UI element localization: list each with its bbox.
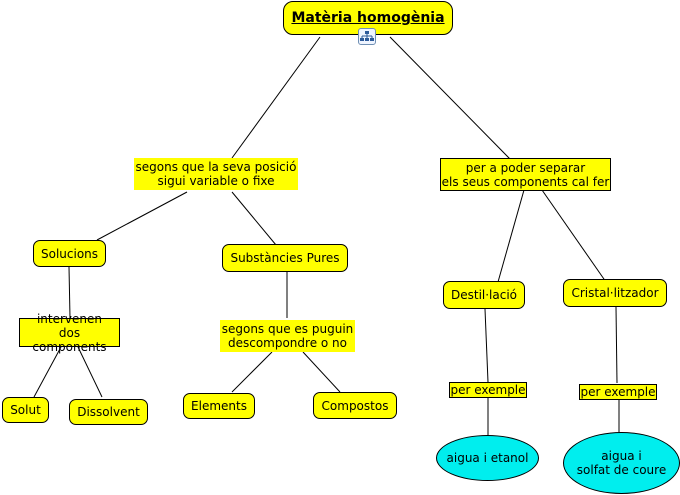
concept-cristal-litzador[interactable]: Cristal·litzador (563, 279, 667, 307)
link-label-position: segons que la seva posició sigui variabl… (134, 158, 298, 190)
root-concept[interactable]: Matèria homogènia (283, 1, 453, 35)
edge (231, 351, 273, 393)
edge (302, 351, 341, 393)
edge (68, 266, 71, 319)
concept-solut[interactable]: Solut (2, 397, 49, 423)
edge (231, 36, 321, 159)
concept-elements[interactable]: Elements (183, 393, 255, 419)
concept-solucions[interactable]: Solucions (33, 240, 106, 267)
edge (33, 346, 62, 398)
link-label-separate: per a poder separar els seus components … (440, 158, 611, 191)
edge (541, 189, 607, 283)
link-label-decompose: segons que es puguin descompondre o no (220, 320, 355, 352)
link-label-example-1: per exemple (449, 382, 527, 398)
example-aigua-etanol[interactable]: aigua i etanol (436, 435, 539, 481)
edge (484, 308, 489, 383)
concept-destil-lacio[interactable]: Destil·lació (443, 281, 525, 309)
edge (77, 346, 103, 398)
concept-dissolvent[interactable]: Dissolvent (69, 399, 148, 425)
concept-substancies-pures[interactable]: Substàncies Pures (222, 244, 348, 272)
example-aigua-solfat-coure[interactable]: aigua i solfat de coure (563, 432, 680, 494)
edge (497, 189, 525, 283)
edge (96, 191, 188, 241)
link-label-components: intervenen dos components (19, 312, 120, 354)
edge (389, 36, 511, 160)
link-label-example-2: per exemple (579, 384, 657, 400)
edge (615, 306, 618, 384)
concept-compostos[interactable]: Compostos (313, 392, 397, 419)
hierarchy-icon[interactable] (358, 28, 376, 45)
edge (231, 191, 277, 246)
